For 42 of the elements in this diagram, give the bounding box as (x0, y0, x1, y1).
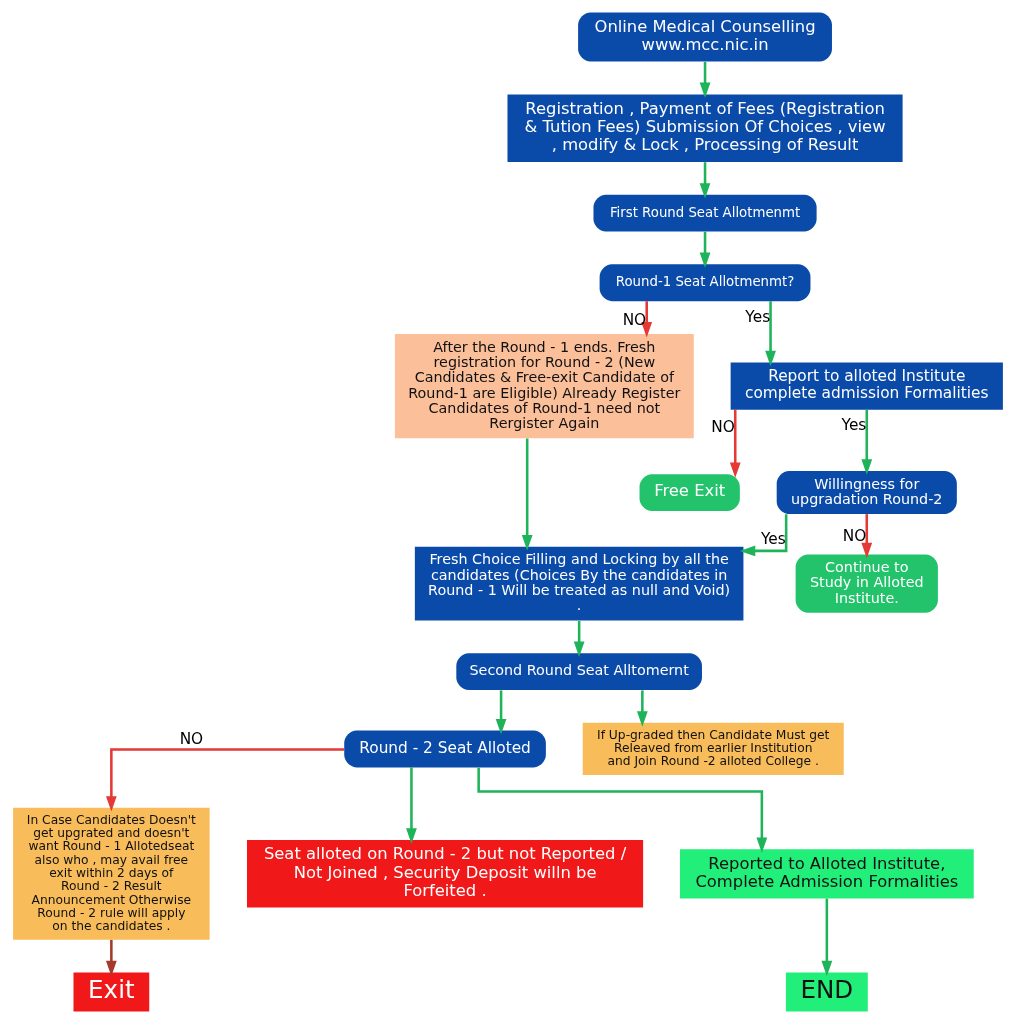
arrow (699, 61, 710, 98)
node-box: Seat alloted on Round - 2 but not Reported / Not Joined , Security Deposit willn be Forfeited . (246, 840, 643, 908)
node-box: In Case Candidates Doesn't get upgrated and doesn't want Round - 1 Allotedseat also who , may avail free exit within 2 days of Round - 2 Result Announcement Otherwise Round - 2 rule will apply on the candidates . (12, 807, 210, 940)
edge-label: Yes (841, 416, 866, 435)
node-box: Free Exit (639, 474, 740, 511)
arrow (521, 438, 533, 551)
node-box: END (785, 972, 868, 1012)
arrow (699, 231, 710, 268)
arrow (640, 301, 652, 338)
arrow (860, 514, 872, 559)
arrow (495, 690, 506, 735)
node-box: Willingness for upgradation Round-2 (776, 471, 957, 515)
edge-label: Yes (760, 529, 786, 548)
arrow (476, 767, 767, 853)
arrow (573, 621, 585, 657)
node-box: If Up-graded then Candidate Must get Releaved from earlier Institution and Join Round -2 alloted College . (582, 722, 844, 776)
edge-label: NO (179, 730, 203, 749)
node-box: Report to alloted Institute complete admission Formalities (730, 362, 1003, 410)
arrow (820, 898, 832, 977)
arrow (636, 690, 648, 727)
arrow (105, 748, 344, 812)
edge-label: NO (622, 310, 646, 329)
arrow (405, 767, 417, 844)
node-box: Fresh Choice Filling and Locking by all the candidates (Choices By the candidates in Round - 1 Will be treated as null and Void) . (414, 546, 743, 621)
node-box: Second Round Seat Alltomernt (455, 653, 702, 691)
arrow (105, 939, 117, 977)
node-box: After the Round - 1 ends. Fresh registration for Round - 2 (New Candidates & Free-exit Candidate of Round-1 are Eligible) Already Register Candidates of Round-1 need not Rergister Again (394, 333, 694, 439)
node-box: Registration , Payment of Fees (Registration & Tution Fees) Submission Of Choices , view , modify & Lock , Processing of Result (507, 94, 903, 162)
node-box: First Round Seat Allotmenmt (592, 194, 817, 232)
node-box: Online Medical Counselling www.mcc.nic.in (577, 12, 832, 62)
arrow (699, 162, 710, 199)
node-box: Continue to Study in Alloted Institute. (795, 554, 938, 613)
arrow (764, 301, 776, 367)
node-box: Round - 2 Seat Alloted (343, 730, 546, 768)
edge-label: NO (842, 527, 866, 546)
node-box: Reported to Alloted Institute, Complete Admission Formalities (679, 849, 974, 899)
arrow (729, 409, 741, 478)
arrow (860, 409, 872, 475)
node-box: Round-1 Seat Allotmenmt? (599, 264, 810, 302)
node-box: Exit (73, 972, 149, 1012)
arrow (739, 514, 787, 557)
edge-label: NO (710, 417, 735, 436)
